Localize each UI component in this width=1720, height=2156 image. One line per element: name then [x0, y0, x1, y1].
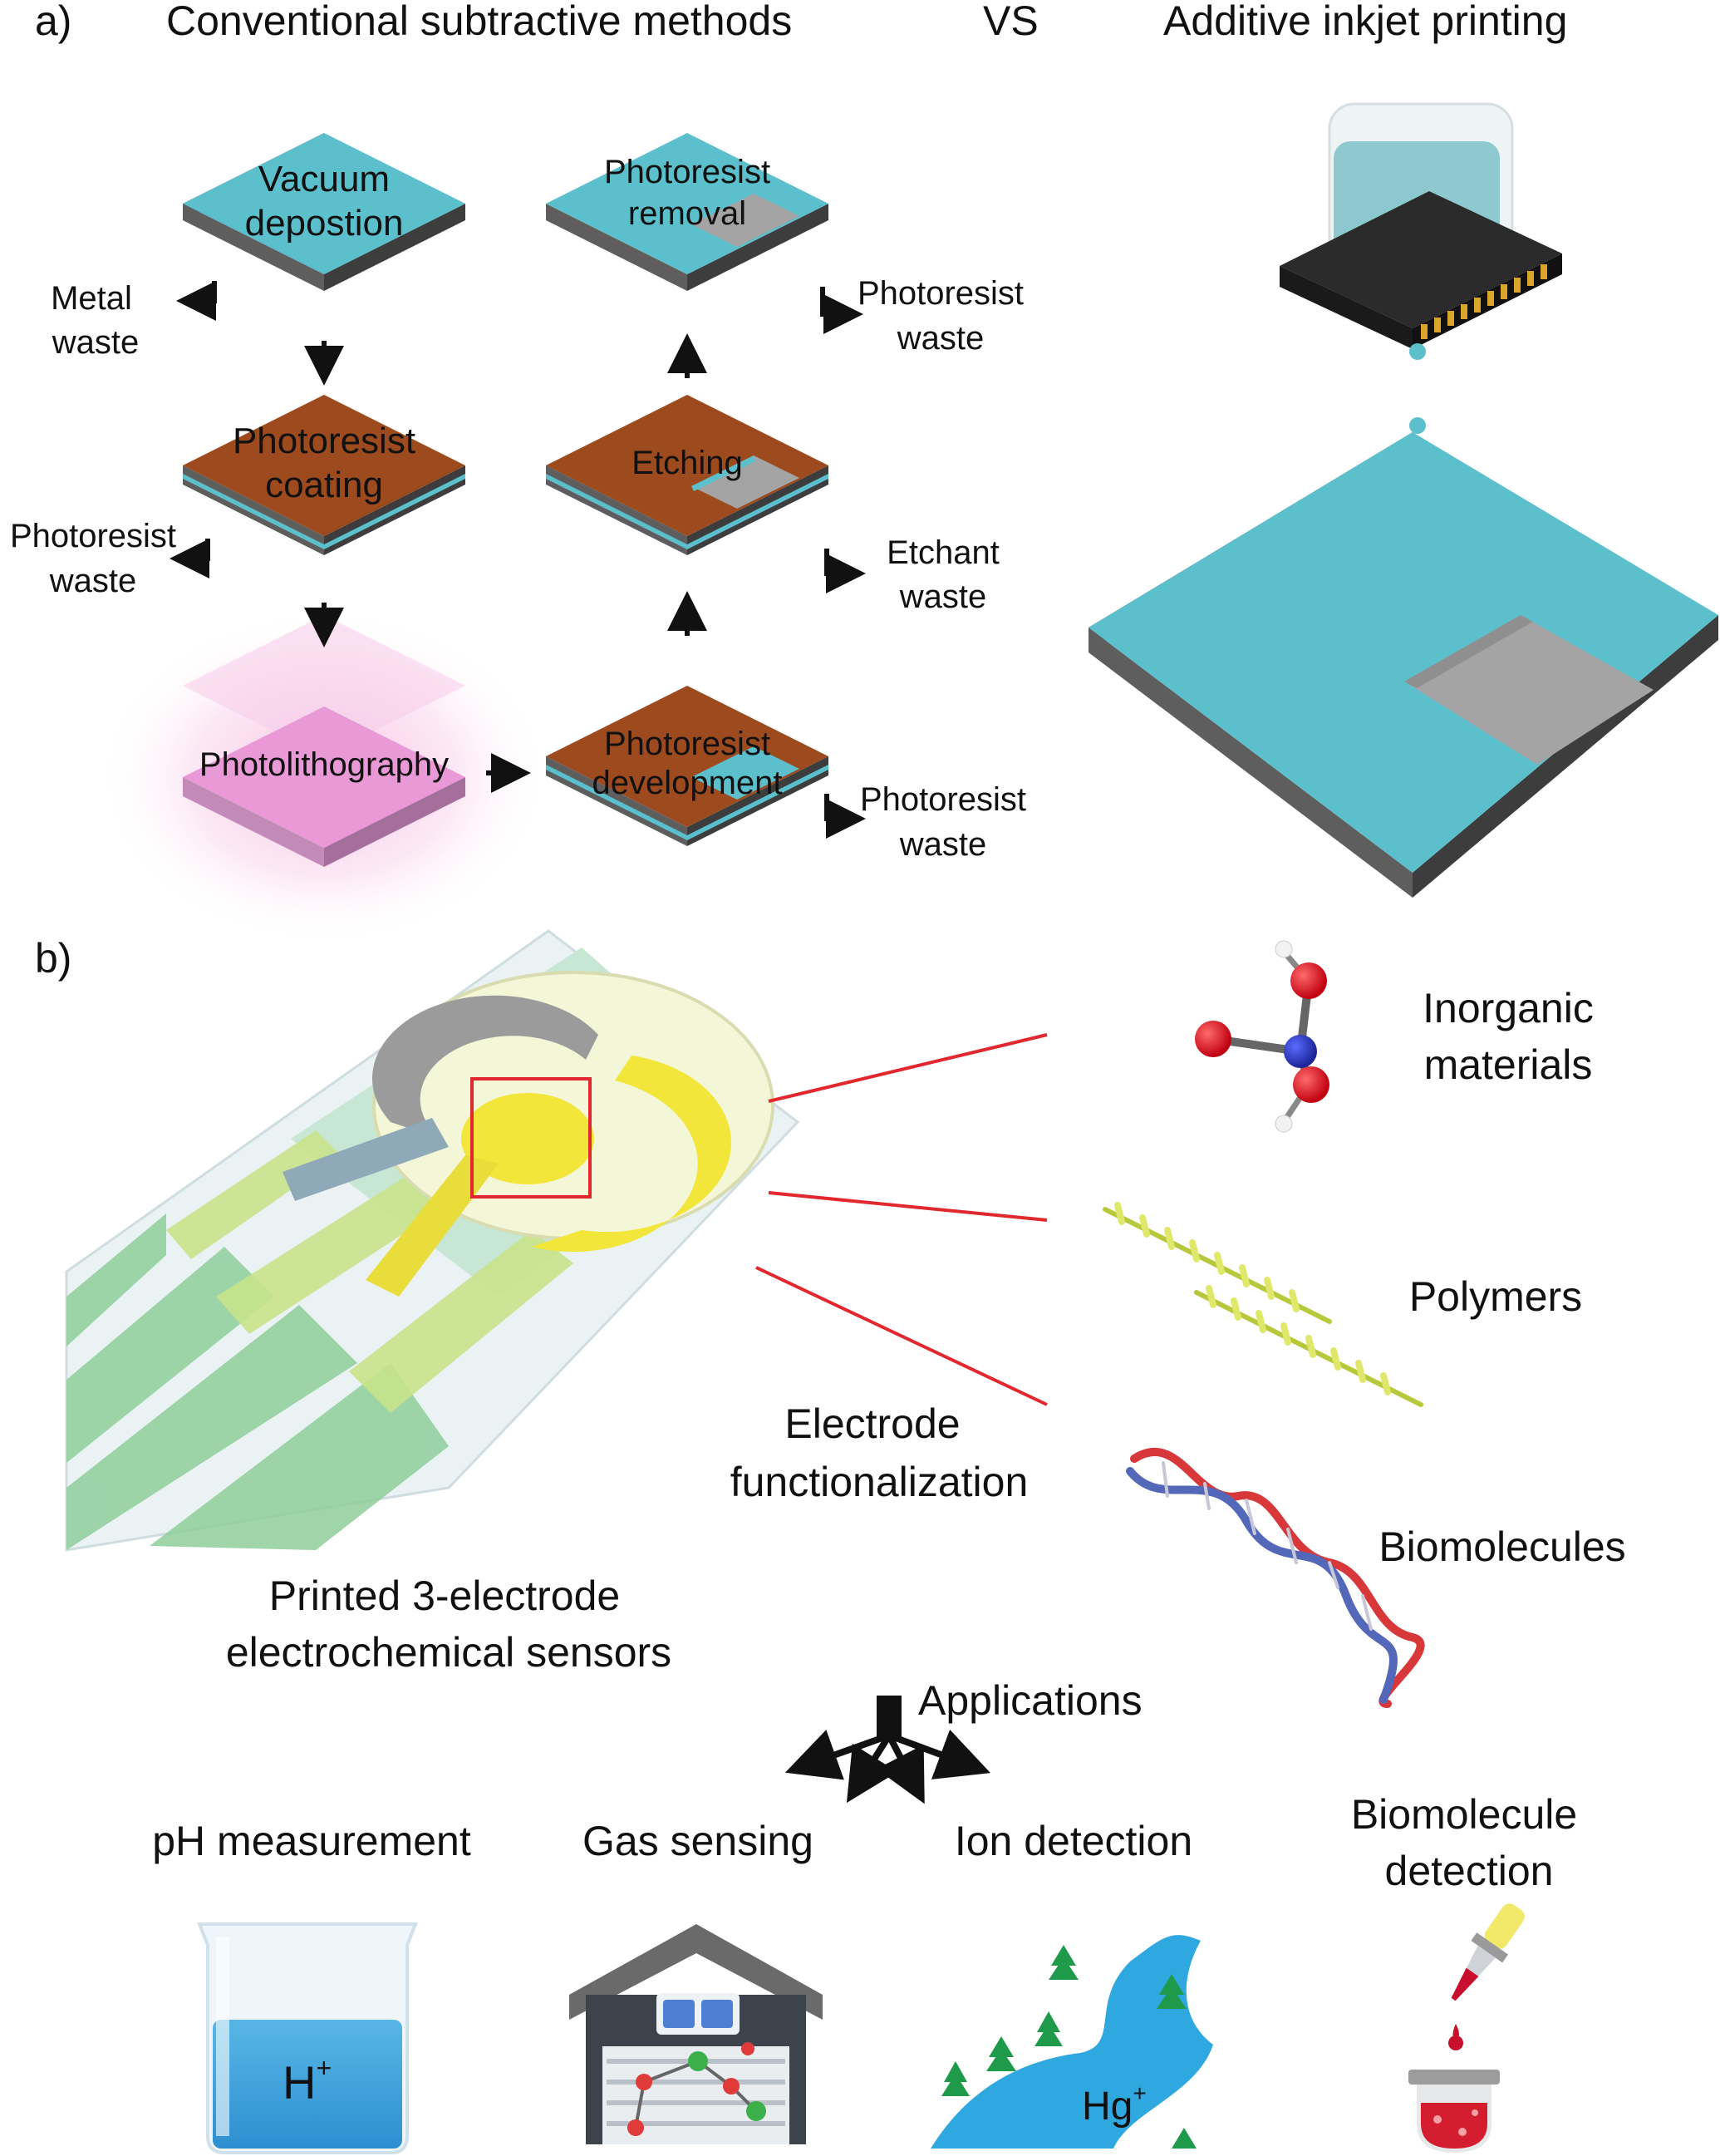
inorganic-molecule-icon — [1195, 940, 1329, 1133]
functionalization-2: functionalization — [730, 1459, 1029, 1505]
app-bio-label-1: Biomolecule — [1351, 1791, 1577, 1838]
waste-labels: Metal waste Photoresist waste Photoresis… — [10, 275, 1026, 863]
highlight-box — [470, 1077, 592, 1199]
line-biomolecules — [755, 1266, 1048, 1406]
waste-metal-1: Metal — [51, 280, 132, 317]
tile-etching: Etching — [546, 395, 828, 555]
test-tube-icon — [1408, 1903, 1525, 2153]
waste-metal-2: waste — [52, 324, 140, 361]
app-ph-label: pH measurement — [152, 1818, 471, 1864]
line-polymers — [768, 1191, 1048, 1222]
waste-arrow-metal — [176, 281, 217, 321]
waste-arrows — [170, 281, 866, 839]
label-development-1: Photoresist — [604, 726, 770, 762]
working-lead — [366, 1155, 499, 1297]
process-arrows — [304, 333, 707, 793]
tile-photoresist-development: Photoresist development — [546, 686, 828, 846]
label-removal-1: Photoresist — [604, 154, 770, 190]
electrochemical-sensor — [65, 929, 800, 1552]
beaker-icon: H+ — [197, 1922, 418, 2154]
tile-photoresist-coating: Photoresist coating — [183, 395, 465, 555]
app-ion-label: Ion detection — [955, 1818, 1192, 1864]
app-bio-label-2: detection — [1385, 1848, 1554, 1894]
dna-helix-icon — [1126, 1448, 1425, 1708]
functionalization-1: Electrode — [784, 1400, 960, 1447]
tree-icons — [941, 1945, 1197, 2149]
sensor-caption-1: Printed 3-electrode — [269, 1573, 620, 1619]
applications-label: Applications — [918, 1677, 1143, 1724]
river-icon: Hg+ — [931, 1935, 1213, 2149]
label-photolithography: Photolithography — [199, 746, 449, 783]
h-ion-text: H+ — [283, 2053, 332, 2109]
title-vs: VS — [983, 0, 1039, 44]
tile-vacuum-deposition: Vacuum depostion — [183, 133, 465, 291]
label-removal-2: removal — [628, 195, 746, 232]
waste-arrow-removal — [820, 287, 863, 334]
panel-b: b) Printed 3-electrode — [35, 929, 1626, 2154]
waste-etchant-1: Etchant — [887, 534, 1000, 571]
reference-lead — [283, 1118, 449, 1201]
inorganic-label-1: Inorganic — [1423, 985, 1594, 1031]
label-coating-1: Photoresist — [233, 421, 415, 461]
waste-development-2: waste — [899, 826, 987, 863]
sensor-caption-2: electrochemical sensors — [226, 1629, 671, 1676]
title-subtractive: Conventional subtractive methods — [166, 0, 792, 44]
house-icon — [569, 1924, 823, 2144]
inorganic-label-2: materials — [1424, 1041, 1593, 1088]
working-electrode — [461, 1093, 594, 1184]
tile-photolithography: Photolithography — [100, 611, 548, 943]
tile-photoresist-removal: Photoresist removal — [546, 133, 828, 291]
panel-b-label: b) — [35, 935, 71, 982]
waste-removal-2: waste — [897, 320, 985, 357]
waste-arrow-coating — [170, 539, 210, 578]
waste-coating-1: Photoresist — [10, 518, 176, 554]
polymers-label: Polymers — [1409, 1273, 1582, 1320]
label-vacuum-2: depostion — [245, 203, 404, 244]
polymer-chains-icon — [1103, 1202, 1423, 1407]
waste-etchant-2: waste — [899, 578, 987, 615]
waste-removal-1: Photoresist — [858, 275, 1024, 312]
waste-arrow-development — [824, 794, 866, 839]
ink-droplet-2 — [1409, 417, 1426, 434]
waste-coating-2: waste — [49, 563, 137, 599]
label-coating-2: coating — [265, 465, 383, 505]
inkjet-printhead — [1280, 102, 1562, 434]
label-vacuum-1: Vacuum — [258, 159, 390, 199]
waste-development-1: Photoresist — [860, 781, 1026, 818]
ink-droplet-1 — [1409, 343, 1426, 360]
connector-lines — [755, 1033, 1048, 1406]
printhead-nozzles — [1421, 264, 1547, 339]
applications-arrow — [784, 1696, 991, 1804]
title-additive: Additive inkjet printing — [1163, 0, 1567, 44]
dropper-icon — [1451, 1903, 1525, 2001]
reference-electrode — [371, 995, 598, 1139]
panel-a: a) Conventional subtractive methods VS A… — [10, 0, 1718, 943]
counter-electrode — [532, 1056, 731, 1253]
label-etching: Etching — [631, 445, 742, 481]
app-gas-label: Gas sensing — [582, 1818, 813, 1864]
waste-arrow-etchant — [824, 549, 866, 593]
printed-substrate — [1089, 432, 1718, 898]
line-inorganic — [768, 1033, 1048, 1103]
label-development-2: development — [592, 765, 782, 801]
panel-a-label: a) — [35, 0, 71, 44]
biomolecules-label: Biomolecules — [1378, 1523, 1625, 1570]
hg-ion-text: Hg+ — [1082, 2080, 1147, 2129]
